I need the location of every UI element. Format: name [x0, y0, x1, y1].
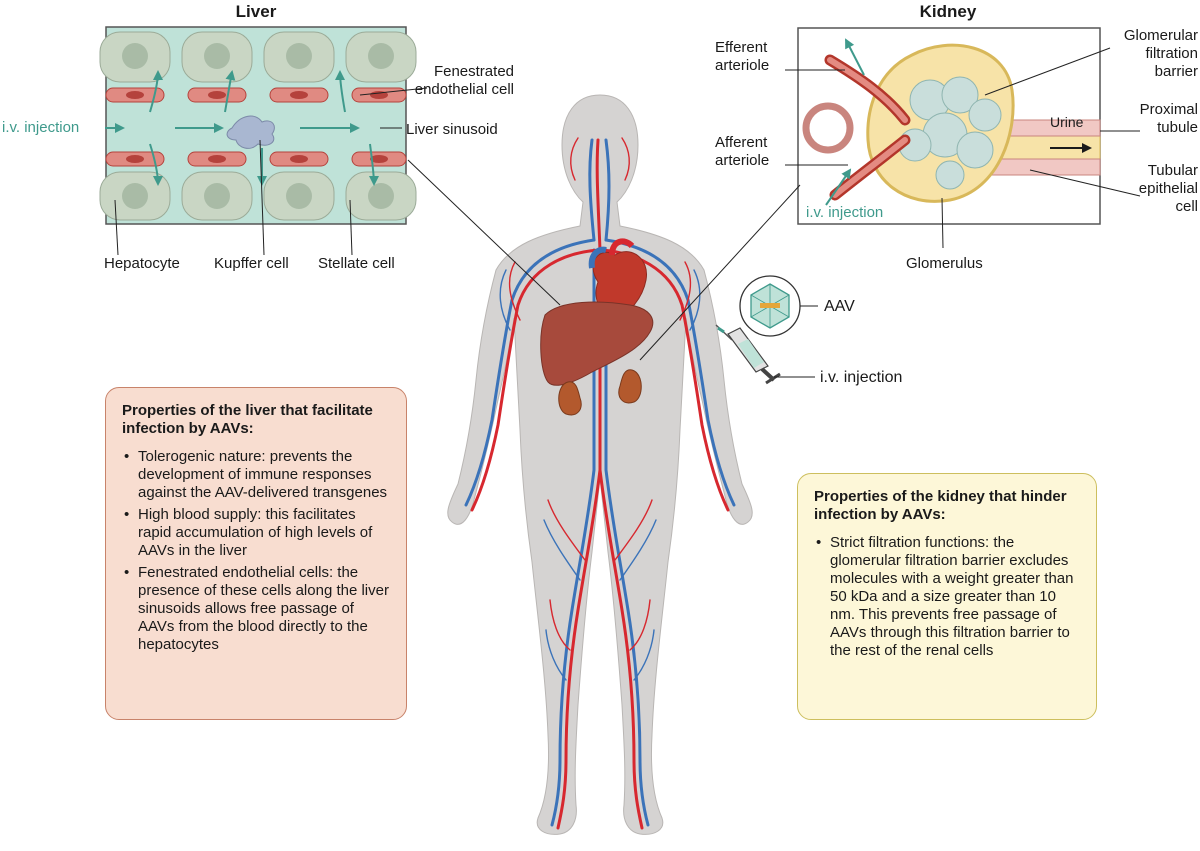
kidney-title: Kidney	[919, 2, 977, 21]
list-item: High blood supply: this facilitates rapi…	[124, 506, 390, 560]
list-item: Tolerogenic nature: prevents the develop…	[124, 448, 390, 502]
kidney-glomerulus-panel	[639, 27, 1141, 361]
aav-capsid	[739, 275, 818, 337]
kidney-leader-lines	[639, 47, 1141, 361]
liver-title: Liver	[235, 2, 277, 21]
aav-label: AAV	[824, 298, 855, 315]
list-item: Strict filtration functions: the glomeru…	[816, 534, 1080, 660]
kupffer-cell-label: Kupffer cell	[214, 255, 289, 272]
hepatocyte-label: Hepatocyte	[104, 255, 180, 272]
tubular-epithelial-label: Tubular epithelial cell	[1138, 162, 1198, 215]
afferent-arteriole-label: Afferent arteriole	[715, 134, 770, 169]
kupffer-cell	[226, 115, 275, 149]
urine-label: Urine	[1050, 114, 1084, 130]
liver-sinusoid-label: Liver sinusoid	[406, 121, 498, 138]
kidney-properties-title: Properties of the kidney that hinder inf…	[814, 488, 1067, 523]
liver-leader-lines	[114, 87, 561, 306]
vessel-cross-section	[802, 102, 854, 154]
vessel-network	[464, 137, 736, 830]
syringe-iv-injection-label: i.v. injection	[820, 369, 903, 386]
liver-organ	[540, 301, 654, 386]
syringe	[715, 324, 815, 385]
fenestrated-cell-label: Fenestrated endothelial cell	[414, 63, 514, 98]
kidney-properties-box: Properties of the kidney that hinder inf…	[797, 473, 1097, 720]
list-item: Fenestrated endothelial cells: the prese…	[124, 564, 390, 654]
flow-arrows	[105, 70, 379, 186]
liver-iv-injection-label: i.v. injection	[2, 119, 80, 136]
liver-properties-list: Tolerogenic nature: prevents the develop…	[122, 448, 390, 654]
liver-properties-title: Properties of the liver that facilitate …	[122, 402, 373, 437]
kidney-properties-list: Strict filtration functions: the glomeru…	[814, 534, 1080, 660]
liver-sinusoid-panel	[99, 26, 561, 306]
arterioles	[824, 54, 911, 201]
proximal-tubule-label: Proximal tubule	[1139, 101, 1198, 136]
stellate-cell-label: Stellate cell	[318, 255, 395, 272]
liver-properties-box: Properties of the liver that facilitate …	[105, 387, 407, 720]
kidney-organs	[558, 369, 642, 416]
efferent-arteriole-label: Efferent arteriole	[715, 39, 770, 74]
gfb-label: Glomerular filtration barrier	[1123, 27, 1198, 80]
kidney-iv-injection-label: i.v. injection	[806, 204, 884, 221]
glomerulus-label: Glomerulus	[906, 255, 983, 272]
